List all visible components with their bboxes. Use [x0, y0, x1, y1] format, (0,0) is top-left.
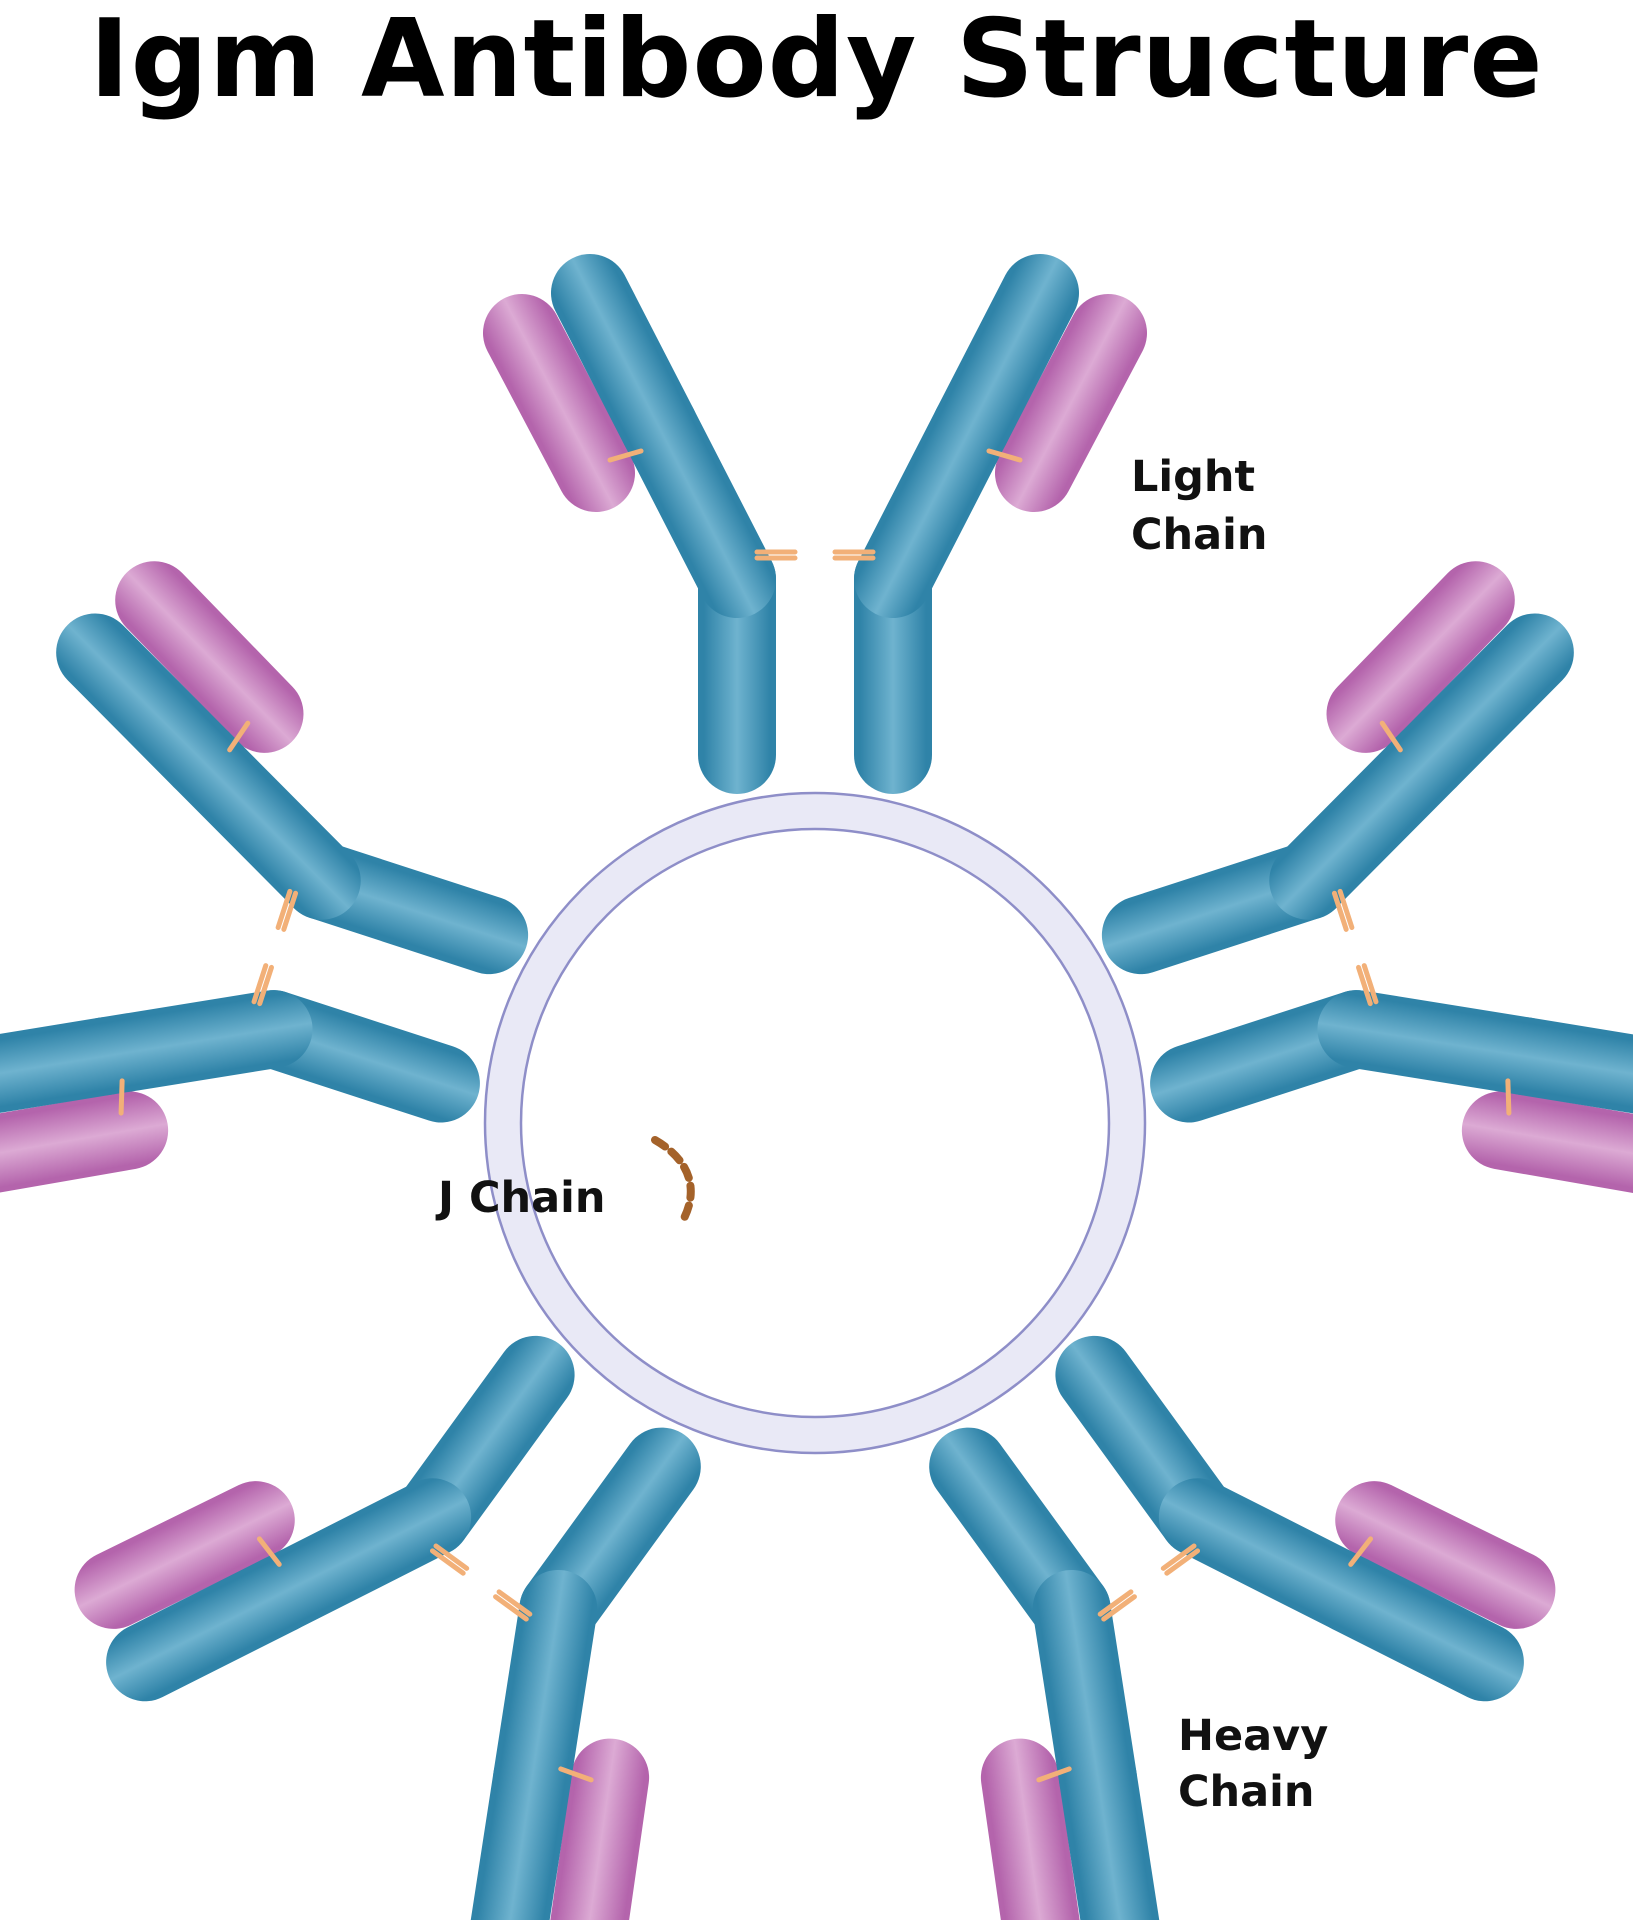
heavy-chain-segment: [470, 1738, 572, 1920]
disulfide-bond: [1097, 1589, 1134, 1617]
core-ring: [485, 793, 1145, 1453]
disulfide-bond: [1348, 1536, 1374, 1567]
disulfide-bond: [118, 1078, 125, 1116]
heavy-chain-segment: [1311, 1555, 1524, 1702]
disulfide-bond: [281, 890, 299, 932]
disulfide-bond: [257, 964, 274, 1007]
heavy-chain-segment: [1058, 1738, 1160, 1920]
label-heavy-chain-line1: Heavy: [1178, 1711, 1328, 1761]
disulfide-bond: [493, 1594, 529, 1622]
disulfide-bond: [429, 1548, 466, 1576]
heavy-chain-segment: [56, 613, 241, 799]
igm-monomer-bottom-right: [929, 1335, 1556, 1920]
heavy-chain-segment: [1389, 613, 1574, 799]
core-ring-outer-edge: [483, 791, 1147, 1455]
light-chain: [1461, 1091, 1633, 1197]
core-ring-inner-edge: [519, 827, 1111, 1419]
heavy-chain: [0, 990, 480, 1123]
heavy-chain: [56, 613, 529, 975]
disulfide-bond: [1337, 888, 1355, 931]
igm-monomer-right: [1101, 561, 1633, 1197]
disulfide-bond: [496, 1589, 533, 1617]
heavy-chain-segment: [932, 253, 1079, 466]
disulfide-bond: [1356, 964, 1373, 1007]
igm-monomer-left: [0, 561, 529, 1197]
disulfide-bond: [1101, 1594, 1137, 1622]
page-title: Igm Antibody Structure: [89, 0, 1544, 122]
disulfide-bond: [558, 1766, 594, 1783]
disulfide-bond: [1361, 963, 1379, 1005]
light-chain: [115, 561, 304, 753]
disulfide-bond: [986, 448, 1023, 463]
heavy-chain-segment: [106, 1555, 319, 1702]
light-chain: [980, 1738, 1082, 1920]
light-chain: [0, 1091, 169, 1197]
heavy-chain-segment: [551, 253, 698, 466]
disulfide-bond: [433, 1543, 470, 1571]
light-chain: [483, 293, 635, 512]
light-chain: [1335, 1481, 1556, 1629]
disulfide-bond: [1331, 890, 1349, 932]
disulfide-bond: [1160, 1543, 1197, 1571]
disulfide-bond: [251, 963, 269, 1005]
light-chain: [548, 1738, 650, 1920]
label-j-chain: J Chain: [435, 1173, 606, 1223]
heavy-chain-segment: [0, 1017, 144, 1120]
disulfide-bond: [1164, 1548, 1201, 1576]
j-chain-link: [651, 1136, 695, 1226]
label-heavy-chain-line2: Chain: [1178, 1767, 1315, 1817]
light-chain: [995, 293, 1147, 512]
heavy-chain: [1150, 990, 1633, 1123]
label-light-chain-line2: Chain: [1131, 510, 1268, 560]
light-chain: [74, 1481, 295, 1629]
heavy-chain: [854, 253, 1079, 794]
disulfide-bond: [607, 448, 644, 463]
heavy-chain: [551, 253, 776, 794]
disulfide-bond: [1379, 720, 1403, 753]
disulfide-bond: [227, 720, 251, 753]
igm-monomer-bottom-left: [74, 1335, 701, 1920]
heavy-chain: [106, 1335, 575, 1702]
igm-monomer-top: [483, 253, 1147, 794]
heavy-chain: [929, 1427, 1160, 1920]
disulfide-bond: [1505, 1078, 1512, 1116]
disulfide-bond: [256, 1536, 282, 1567]
disulfide-bond: [1036, 1766, 1072, 1783]
light-chain: [1326, 561, 1515, 753]
heavy-chain: [1101, 613, 1574, 975]
heavy-chain-segment: [1486, 1017, 1633, 1120]
disulfide-bond: [275, 888, 293, 931]
label-light-chain-line1: Light: [1131, 452, 1255, 502]
heavy-chain: [470, 1427, 701, 1920]
antibody-monomers: [0, 253, 1633, 1920]
heavy-chain: [1055, 1335, 1524, 1702]
